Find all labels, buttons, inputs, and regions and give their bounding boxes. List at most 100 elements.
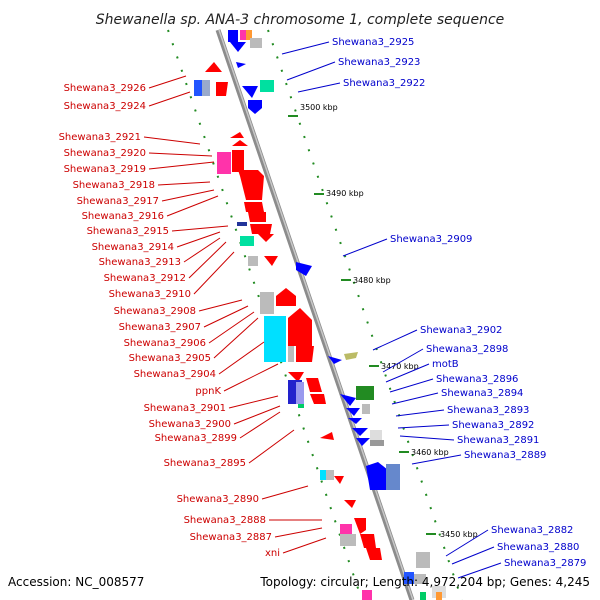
gene-feature — [334, 476, 344, 484]
right-leader-line — [445, 529, 489, 557]
right-gene-label[interactable]: Shewana3_2902 — [420, 325, 502, 336]
left-gene-label[interactable]: Shewana3_2918 — [73, 180, 155, 191]
gene-feature — [230, 42, 246, 52]
left-gene-label[interactable]: Shewana3_2900 — [149, 419, 231, 430]
right-gene-label[interactable]: Shewana3_2894 — [441, 388, 523, 399]
right-gene-label[interactable]: Shewana3_2891 — [457, 435, 539, 446]
right-gene-label[interactable]: Shewana3_2880 — [497, 542, 579, 553]
left-gene-label[interactable]: Shewana3_2920 — [64, 148, 146, 159]
gene-feature — [296, 382, 304, 404]
gene-feature — [288, 308, 312, 346]
gene-feature — [216, 82, 228, 96]
right-leader-line — [382, 348, 424, 373]
gene-feature — [326, 470, 334, 480]
right-gene-label[interactable]: Shewana3_2882 — [491, 525, 573, 536]
left-gene-label[interactable]: Shewana3_2917 — [77, 196, 159, 207]
right-gene-label[interactable]: Shewana3_2892 — [452, 420, 534, 431]
left-leader-line — [203, 305, 249, 328]
left-gene-label[interactable]: Shewana3_2899 — [155, 433, 237, 444]
left-gene-label[interactable]: Shewana3_2888 — [184, 515, 266, 526]
left-leader-lines — [143, 75, 327, 554]
left-gene-label[interactable]: Shewana3_2913 — [99, 257, 181, 268]
right-gene-label[interactable]: Shewana3_2896 — [436, 374, 518, 385]
right-gene-label[interactable]: Shewana3_2909 — [390, 234, 472, 245]
left-gene-label[interactable]: Shewana3_2908 — [114, 306, 196, 317]
right-gene-label[interactable]: Shewana3_2923 — [338, 57, 420, 68]
right-leader-line — [281, 41, 330, 55]
left-gene-label[interactable]: Shewana3_2912 — [104, 273, 186, 284]
left-gene-label[interactable]: Shewana3_2921 — [59, 132, 141, 143]
right-gene-labels: Shewana3_2925Shewana3_2923Shewana3_2922S… — [332, 37, 586, 569]
gene-feature — [356, 438, 370, 446]
gene-feature — [352, 428, 368, 436]
gene-feature — [248, 100, 262, 114]
left-leader-line — [148, 152, 213, 157]
gene-feature — [258, 234, 274, 242]
left-gene-label[interactable]: Shewana3_2905 — [129, 353, 211, 364]
right-gene-label[interactable]: Shewana3_2925 — [332, 37, 414, 48]
left-gene-label[interactable]: Shewana3_2926 — [64, 83, 146, 94]
left-gene-label[interactable]: Shewana3_2907 — [119, 322, 201, 333]
gene-feature — [320, 432, 334, 440]
left-gene-label[interactable]: Shewana3_2914 — [92, 242, 174, 253]
gene-feature — [230, 132, 244, 138]
right-gene-label[interactable]: Shewana3_2898 — [426, 344, 508, 355]
right-gene-label[interactable]: Shewana3_2889 — [464, 450, 546, 461]
right-gene-label[interactable]: Shewana3_2893 — [447, 405, 529, 416]
gene-feature — [320, 470, 326, 480]
left-leader-line — [161, 189, 215, 202]
gene-feature — [370, 440, 384, 446]
gene-feature — [276, 288, 296, 306]
gene-feature — [344, 500, 356, 508]
gene-feature — [354, 518, 366, 534]
gene-feature — [362, 404, 370, 414]
gene-feature — [366, 462, 388, 490]
left-gene-label[interactable]: Shewana3_2924 — [64, 101, 146, 112]
gene-feature — [232, 140, 248, 146]
right-gene-label[interactable]: motB — [432, 359, 459, 370]
right-leader-line — [372, 329, 418, 351]
right-gene-label[interactable]: Shewana3_2879 — [504, 558, 586, 569]
left-gene-label[interactable]: Shewana3_2904 — [134, 369, 216, 380]
gene-feature — [340, 534, 356, 546]
gene-features — [194, 30, 446, 600]
left-gene-label[interactable]: Shewana3_2887 — [190, 532, 272, 543]
gene-feature — [346, 408, 360, 416]
left-gene-labels: Shewana3_2926Shewana3_2924Shewana3_2921S… — [59, 83, 280, 559]
gene-feature — [310, 394, 326, 404]
gene-feature — [298, 404, 304, 408]
gene-feature — [288, 372, 304, 382]
left-gene-label[interactable]: xni — [265, 548, 280, 559]
gene-feature — [288, 346, 294, 362]
gene-feature — [362, 590, 372, 600]
left-gene-label[interactable]: Shewana3_2919 — [64, 164, 146, 175]
gene-feature — [420, 592, 426, 600]
left-gene-label[interactable]: Shewana3_2910 — [109, 289, 191, 300]
left-gene-label[interactable]: Shewana3_2915 — [87, 226, 169, 237]
left-gene-label[interactable]: Shewana3_2895 — [164, 458, 246, 469]
gene-feature — [340, 394, 356, 406]
left-leader-line — [193, 251, 235, 295]
gene-feature — [250, 224, 272, 234]
tick-label-3490: 3490 kbp — [326, 189, 364, 198]
gene-feature — [356, 386, 374, 400]
left-gene-label[interactable]: ppnK — [195, 386, 221, 397]
left-gene-label[interactable]: Shewana3_2901 — [144, 403, 226, 414]
left-leader-line — [171, 225, 229, 232]
left-leader-line — [166, 195, 219, 217]
gene-feature — [240, 236, 254, 246]
left-gene-label[interactable]: Shewana3_2916 — [82, 211, 164, 222]
left-leader-line — [274, 527, 323, 538]
left-gene-label[interactable]: Shewana3_2890 — [177, 494, 259, 505]
right-leader-line — [385, 363, 430, 383]
left-gene-label[interactable]: Shewana3_2906 — [124, 338, 206, 349]
left-leader-line — [208, 311, 255, 344]
gene-feature — [202, 80, 210, 96]
tick-label-3450: 3450 kbp — [440, 530, 478, 539]
chromosome-backbone — [215, 29, 415, 600]
right-gene-label[interactable]: Shewana3_2922 — [343, 78, 425, 89]
right-leader-line — [342, 238, 388, 257]
right-leader-line — [397, 424, 450, 429]
left-leader-line — [148, 91, 191, 107]
gene-feature — [248, 212, 266, 222]
